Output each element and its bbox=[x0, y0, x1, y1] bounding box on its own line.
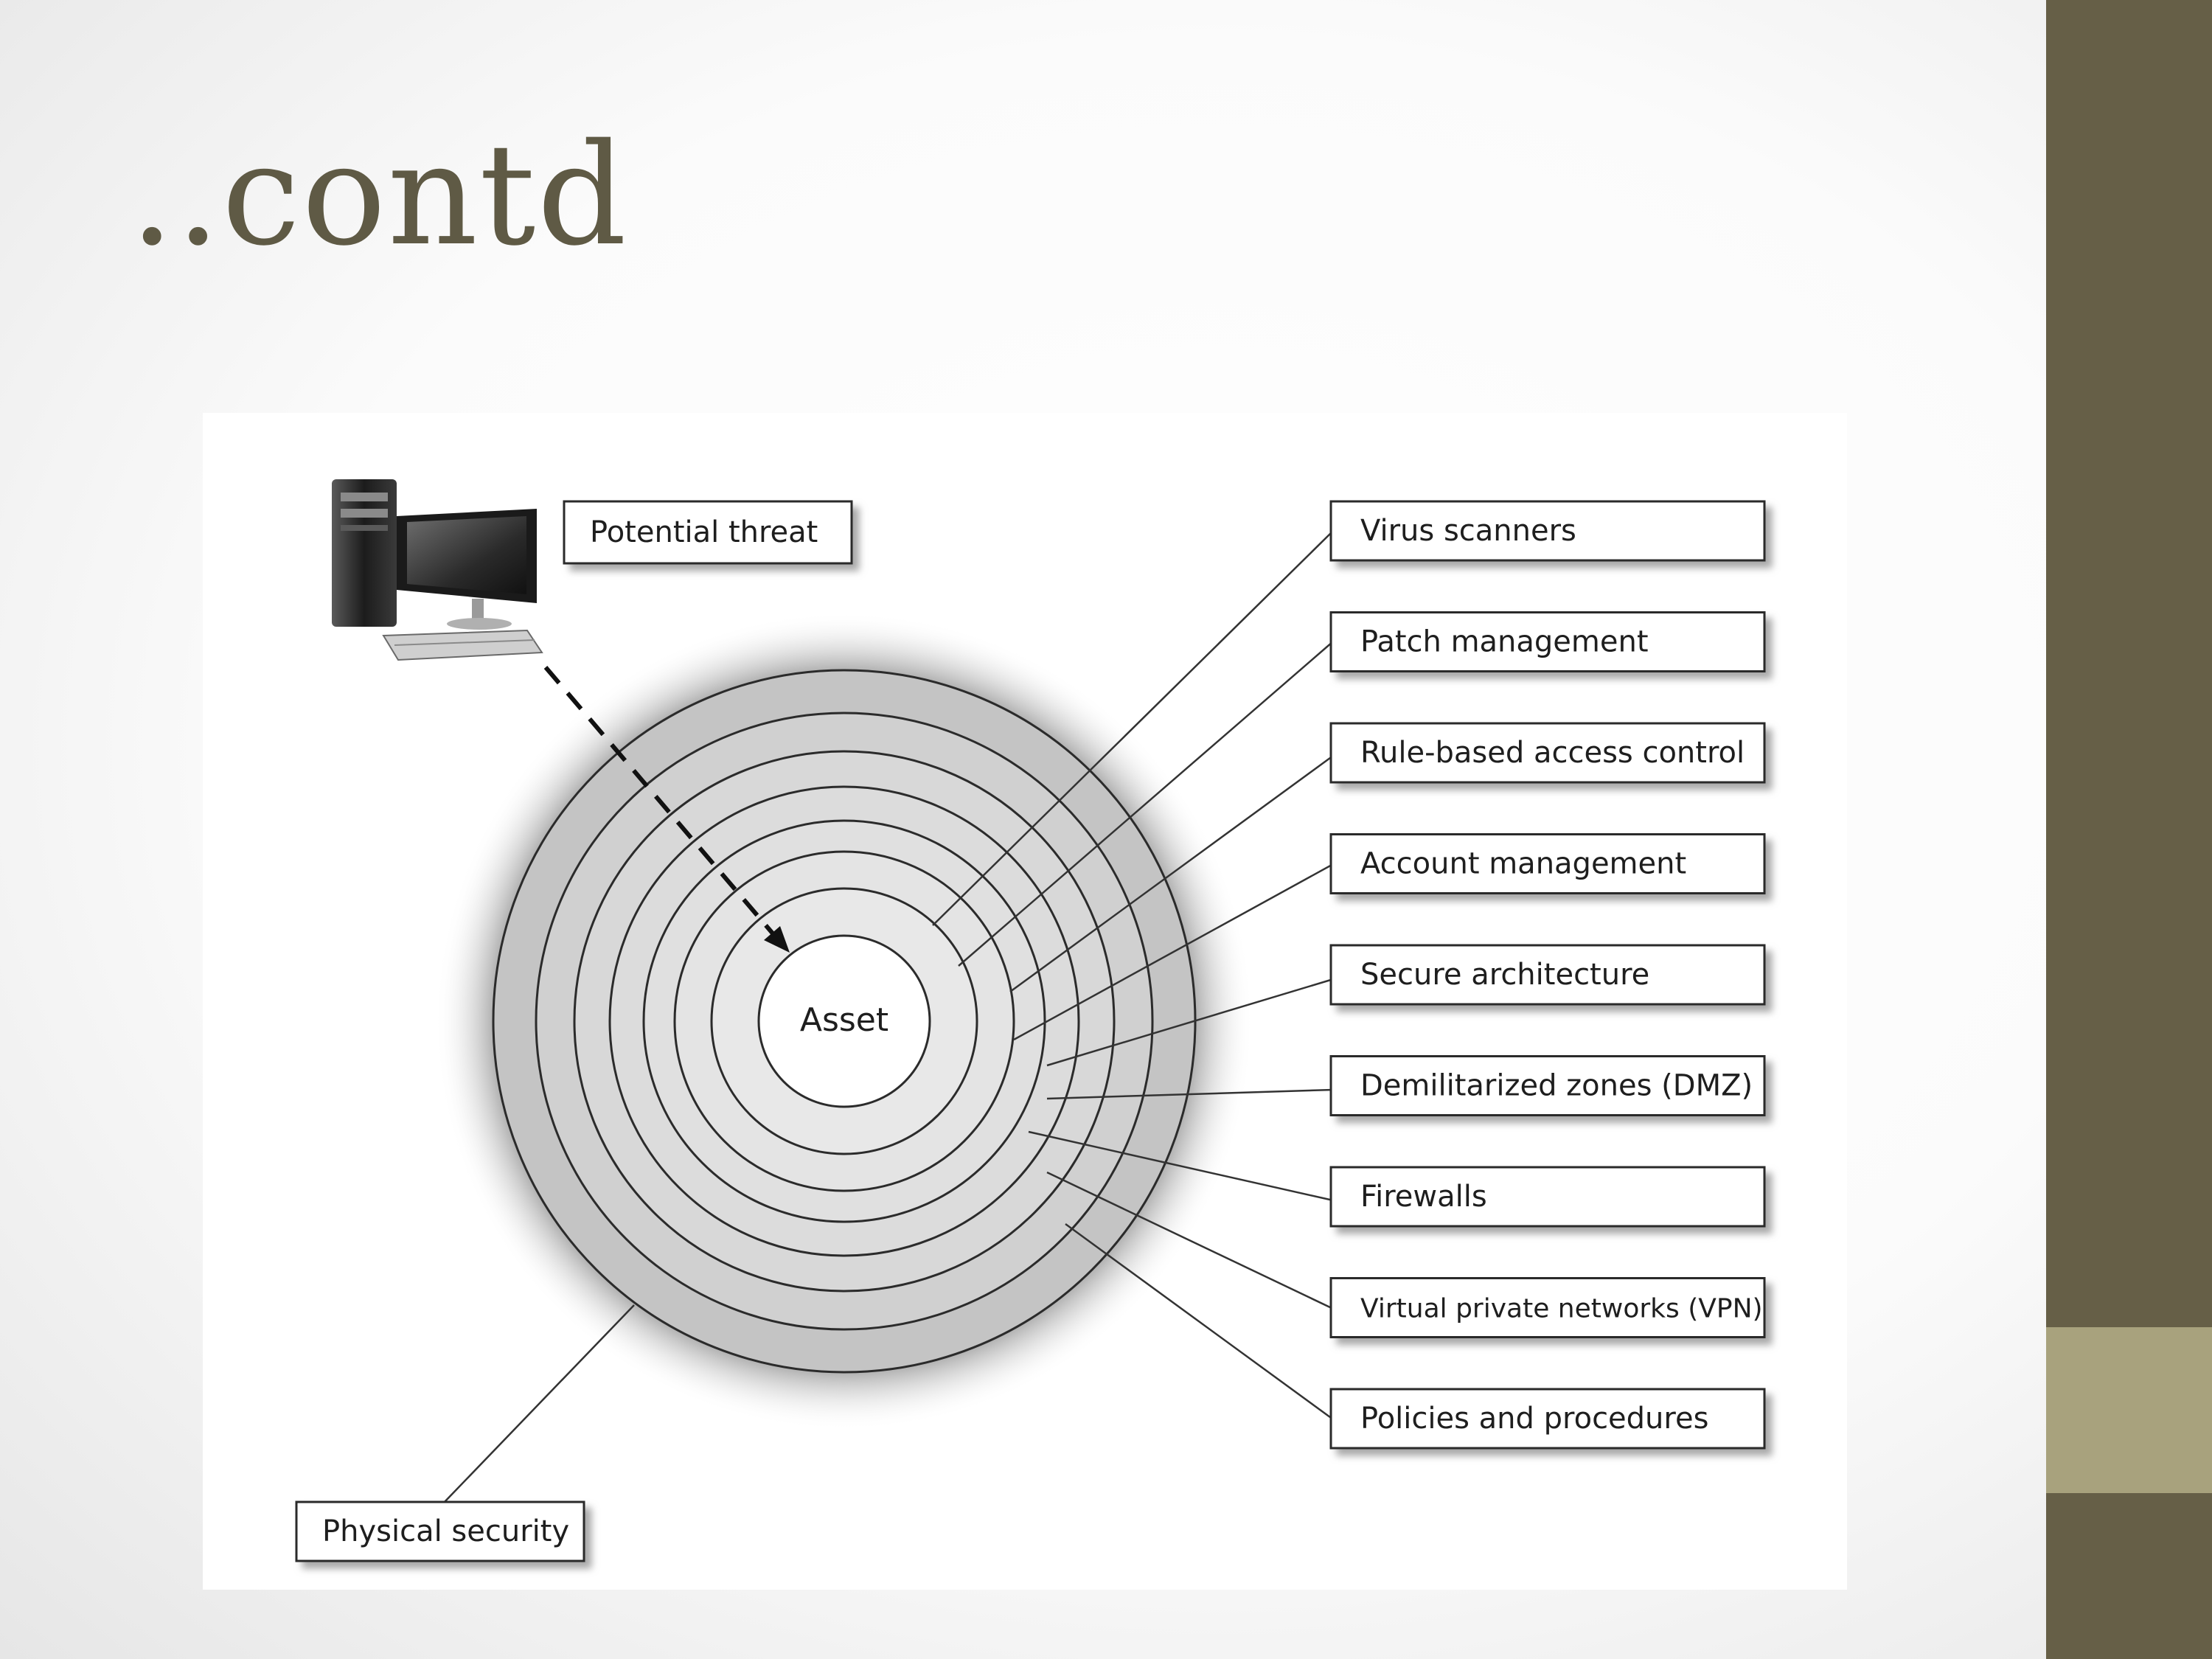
layer-label-box: Account management bbox=[1329, 833, 1766, 894]
defense-ring bbox=[757, 934, 931, 1108]
layer-label: Account management bbox=[1360, 847, 1686, 881]
connector-line bbox=[1013, 863, 1334, 1041]
layer-label-box: Policies and procedures bbox=[1329, 1388, 1766, 1450]
layer-label-frame bbox=[1329, 500, 1766, 562]
connector-line bbox=[932, 530, 1334, 926]
asset-label: Asset bbox=[800, 1001, 888, 1039]
threat-path-arrow bbox=[543, 666, 775, 935]
layer-label-frame bbox=[1329, 1055, 1766, 1116]
slide-title: ..contd bbox=[130, 114, 628, 276]
layer-label-frame bbox=[1329, 1277, 1766, 1338]
potential-threat-label: Potential threat bbox=[590, 515, 818, 549]
layer-label-frame bbox=[1329, 944, 1766, 1006]
connector-line bbox=[1009, 754, 1334, 993]
layer-label-box: Patch management bbox=[1329, 611, 1766, 672]
physical-security-box: Physical security bbox=[295, 1500, 585, 1562]
layer-label-box: Virus scanners bbox=[1329, 500, 1766, 562]
connector-line bbox=[442, 1304, 635, 1505]
potential-threat-box: Potential threat bbox=[563, 500, 853, 565]
connector-line bbox=[1046, 1171, 1334, 1310]
physical-security-label: Physical security bbox=[322, 1514, 569, 1548]
layer-label-frame bbox=[1329, 1166, 1766, 1228]
layer-label-box: Secure architecture bbox=[1329, 944, 1766, 1006]
layer-label: Demilitarized zones (DMZ) bbox=[1360, 1069, 1753, 1103]
layer-label-frame bbox=[1329, 722, 1766, 784]
connector-lines bbox=[442, 530, 1334, 1505]
connector-line bbox=[1028, 1130, 1334, 1202]
layer-label: Virtual private networks (VPN) bbox=[1360, 1294, 1763, 1324]
layer-label-box: Rule-based access control bbox=[1329, 722, 1766, 784]
connector-line bbox=[1046, 1088, 1334, 1100]
layer-label-frame bbox=[1329, 833, 1766, 894]
connector-line bbox=[1065, 1222, 1334, 1421]
sidebar-accent-decoration bbox=[2046, 1327, 2212, 1493]
layer-label: Secure architecture bbox=[1360, 958, 1649, 992]
layer-label-box: Firewalls bbox=[1329, 1166, 1766, 1228]
connector-line bbox=[958, 641, 1334, 967]
layer-label-frame bbox=[1329, 611, 1766, 672]
layer-label: Virus scanners bbox=[1360, 514, 1576, 548]
layer-label: Policies and procedures bbox=[1360, 1402, 1708, 1436]
connector-line bbox=[1046, 978, 1334, 1067]
layer-label: Firewalls bbox=[1360, 1180, 1487, 1214]
defense-rings bbox=[492, 669, 1197, 1374]
layer-label: Patch management bbox=[1360, 625, 1649, 659]
layer-label-box: Demilitarized zones (DMZ) bbox=[1329, 1055, 1766, 1116]
arrowhead-icon bbox=[764, 926, 790, 953]
layer-label: Rule-based access control bbox=[1360, 736, 1745, 770]
layer-label-frame bbox=[1329, 1388, 1766, 1450]
layer-label-box: Virtual private networks (VPN) bbox=[1329, 1277, 1766, 1338]
desktop-computer-icon bbox=[332, 479, 543, 661]
